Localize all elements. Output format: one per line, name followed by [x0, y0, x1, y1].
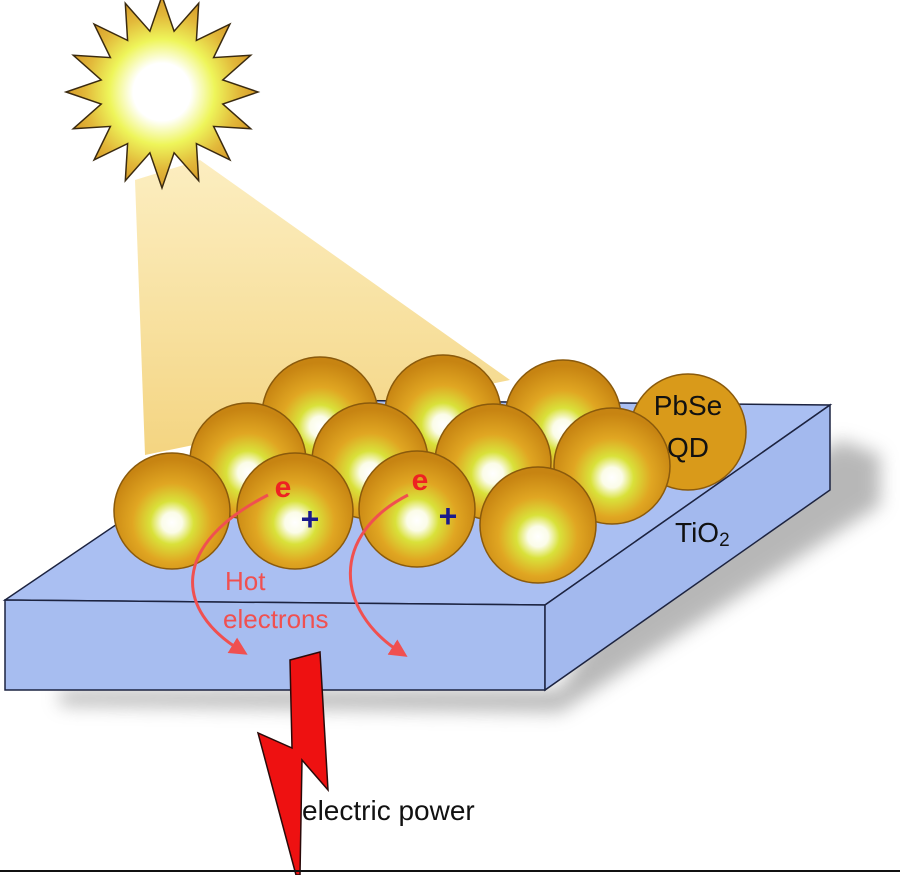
hot-electrons-label-line1: Hot: [225, 566, 266, 596]
quantum-dot: [479, 466, 597, 584]
quantum-dot-layer: [113, 354, 747, 584]
electron-2: e: [412, 464, 429, 497]
substrate-label: TiO2: [675, 517, 730, 551]
quantum-dot: [358, 450, 476, 568]
electric-power-label: electric power: [302, 795, 475, 826]
substrate-side-face: [544, 403, 831, 692]
qd-label-line1: PbSe: [654, 390, 723, 421]
substrate-shadow: [60, 440, 880, 712]
substrate-label-subscript: 2: [719, 530, 730, 551]
hot-electron-arrow-1: [191, 493, 269, 655]
quantum-dot: [113, 452, 231, 570]
quantum-dot: [236, 452, 354, 570]
lightning-bolt-icon: [256, 651, 329, 875]
electron-1: e: [275, 471, 292, 504]
substrate-label-main: TiO: [675, 517, 719, 548]
hot-electron-arrow-2: [348, 493, 409, 657]
qd-label-line2: QD: [667, 432, 709, 463]
sun-icon: [63, 0, 261, 191]
hot-electrons-label-line2: electrons: [223, 604, 329, 634]
hole-2: +: [439, 498, 458, 534]
hole-1: +: [301, 501, 320, 537]
